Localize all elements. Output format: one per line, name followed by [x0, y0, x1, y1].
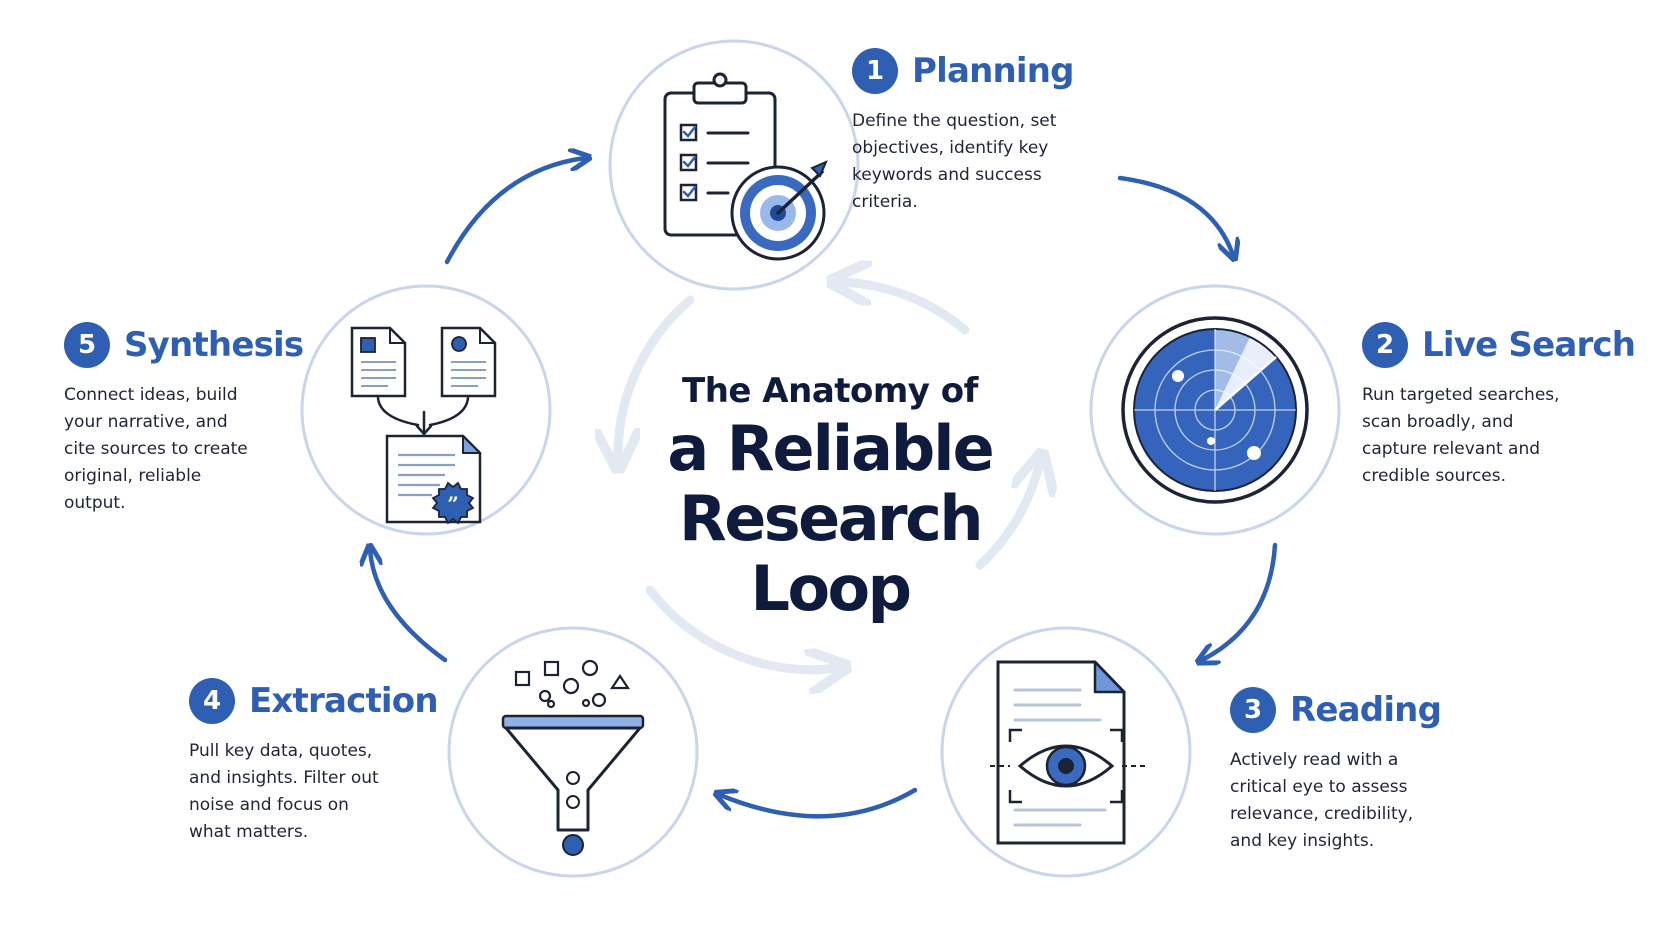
- step-description: Pull key data, quotes, and insights. Fil…: [189, 741, 379, 842]
- step-synthesis: 5 Synthesis Connect ideas, build your na…: [64, 322, 304, 517]
- step-number-badge: 1: [852, 48, 898, 94]
- radar-icon: [1121, 316, 1309, 504]
- step-extraction: 4 Extraction Pull key data, quotes, and …: [189, 678, 439, 846]
- step-description: Define the question, set objectives, ide…: [852, 111, 1057, 212]
- step-title: Synthesis: [124, 325, 304, 365]
- step-number-badge: 2: [1362, 322, 1408, 368]
- title-line-2: a Reliable: [667, 412, 994, 485]
- step-number-badge: 4: [189, 678, 235, 724]
- title-line-1: The Anatomy of: [682, 371, 978, 411]
- svg-text:”: ”: [447, 492, 459, 516]
- arrow-planning-to-search: [1117, 175, 1233, 255]
- diagram-title: The Anatomy of a Reliable Research Loop: [600, 368, 1060, 624]
- documents-merge-icon: ”: [350, 326, 497, 525]
- inner-cycle-arrows: [618, 282, 1040, 670]
- document-eye-icon: [990, 660, 1145, 845]
- cycle-arrows: [370, 158, 1278, 819]
- step-live-search: 2 Live Search Run targeted searches, sca…: [1362, 322, 1636, 490]
- funnel-icon: [501, 659, 645, 856]
- clipboard-target-icon: [663, 72, 828, 261]
- arrow-extraction-to-synthesis: [370, 550, 448, 663]
- step-title: Live Search: [1422, 325, 1636, 365]
- step-title: Extraction: [249, 681, 439, 721]
- step-description: Connect ideas, build your narrative, and…: [64, 385, 248, 513]
- step-number-badge: 5: [64, 322, 110, 368]
- arrow-synthesis-to-planning: [444, 158, 585, 265]
- arrow-reading-to-extraction: [720, 787, 918, 819]
- step-reading: 3 Reading Actively read with a critical …: [1230, 687, 1442, 855]
- step-title: Reading: [1290, 690, 1442, 730]
- step-title: Planning: [912, 51, 1075, 91]
- step-number-badge: 3: [1230, 687, 1276, 733]
- title-line-3: Research Loop: [678, 482, 984, 625]
- step-description: Actively read with a critical eye to ass…: [1230, 750, 1414, 851]
- step-planning: 1 Planning Define the question, set obje…: [852, 48, 1075, 216]
- arrow-search-to-reading: [1202, 542, 1278, 660]
- step-description: Run targeted searches, scan broadly, and…: [1362, 385, 1560, 486]
